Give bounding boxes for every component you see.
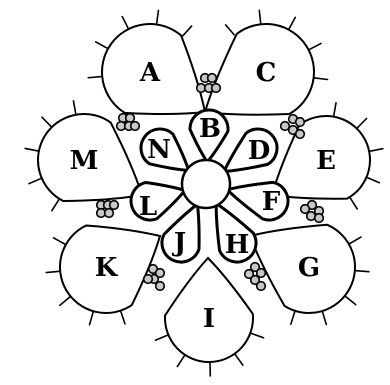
node-cluster-2-node-2 [296, 118, 305, 127]
outer-petal-m-spike-4 [42, 117, 51, 126]
node-cluster-7-node-5 [131, 122, 140, 131]
node-cluster-5-node-4 [156, 282, 165, 291]
outer-petal-g-spike-5 [291, 312, 295, 324]
outer-petal-k-spike-5 [54, 238, 65, 244]
outer-petal-c-spike-2 [259, 10, 260, 23]
inner-petal-n-label: N [147, 135, 171, 165]
outer-petal-a-spike-2 [96, 42, 107, 48]
inner-petal-j-label: J [172, 228, 186, 258]
outer-petal-k-spike-4 [46, 271, 59, 272]
inner-petal-b-label: B [199, 114, 221, 144]
outer-petal-a-spike-1 [88, 77, 101, 78]
outer-petal-e-label: E [316, 146, 336, 176]
outer-petal-e-spike-4 [367, 178, 379, 183]
outer-petal-m-spike-2 [29, 179, 41, 184]
outer-petal-m-label: M [70, 146, 99, 176]
node-cluster-6-node-4 [105, 209, 114, 218]
outer-petal-i-spike-4 [177, 356, 184, 367]
node-cluster-6-node-5 [110, 201, 119, 210]
outer-petal-m-spike-1 [52, 200, 59, 211]
outer-petal-c-label: C [256, 58, 277, 88]
outer-petal-g-spike-4 [323, 312, 327, 324]
inner-petal-h-label: H [225, 230, 250, 260]
outer-petal-a-spike-4 [157, 11, 159, 24]
inner-petal-d-label: D [248, 136, 271, 166]
node-cluster-3-node-5 [315, 214, 324, 223]
outer-petal-i-spike-1 [251, 333, 263, 337]
node-cluster-2-node-5 [296, 130, 305, 139]
node-cluster-1-node-2 [208, 74, 217, 83]
outer-petal-e-spike-1 [334, 103, 336, 116]
outer-petal-k-label: K [95, 253, 119, 283]
outer-petal-k-spike-2 [90, 312, 94, 325]
outer-petal-e-spike-5 [350, 198, 357, 209]
outer-petal-c-spike-1 [226, 25, 234, 35]
node-cluster-5-node-5 [144, 275, 153, 284]
outer-petal-e-spike-2 [357, 118, 366, 127]
outer-petal-i-label: I [203, 304, 215, 334]
outer-petal-g-spike-1 [350, 237, 361, 243]
outer-petal-c-spike-5 [315, 78, 328, 80]
outer-petal-g-label: G [298, 253, 320, 283]
node-cluster-4-node-5 [257, 282, 266, 291]
center-hub [182, 160, 230, 208]
outer-petal-g-spike-2 [356, 271, 369, 272]
inner-petal-f-label: F [262, 187, 281, 217]
outer-petal-k-spike-1 [121, 312, 125, 324]
outer-petal-e-spike-3 [370, 149, 383, 152]
outer-petal-a-spike-3 [122, 17, 128, 29]
outer-petal-c-spike-3 [289, 17, 295, 28]
inner-petal-l-label: L [139, 192, 157, 222]
outer-petal-k-spike-3 [60, 297, 70, 305]
outer-petal-a-label: A [139, 58, 161, 88]
outer-petal-m-spike-5 [73, 101, 75, 114]
outer-petal-i-spike-5 [155, 335, 167, 340]
outer-petal-g-spike-3 [346, 296, 356, 304]
outer-petal-i-spike-2 [235, 355, 243, 366]
outer-petal-m-spike-3 [25, 148, 38, 151]
node-cluster-1-node-5 [212, 84, 221, 93]
outer-petal-a-spike-5 [183, 26, 192, 36]
outer-petal-c-spike-4 [309, 43, 321, 49]
